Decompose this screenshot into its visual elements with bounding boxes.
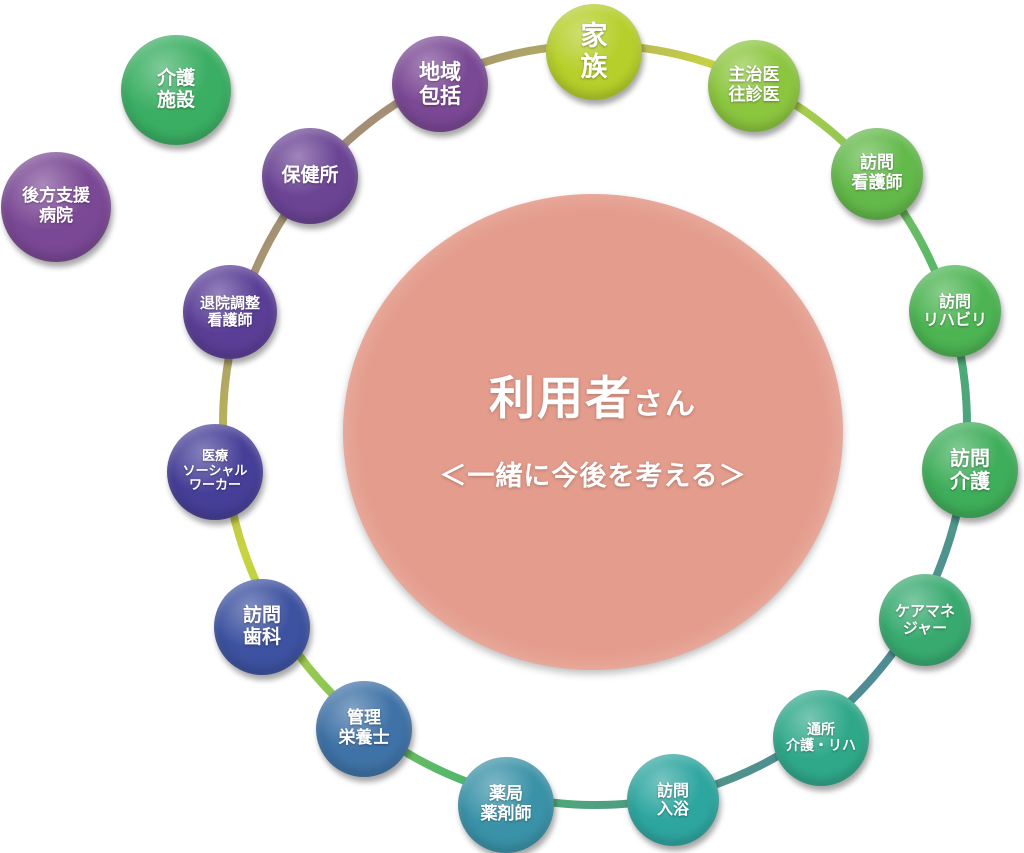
node-kaigo: 訪問介護 — [922, 422, 1018, 518]
center-title-main: 利用者 — [489, 370, 633, 425]
node-kazoku-line-0: 家 — [580, 20, 608, 52]
node-eiyoushi-line-1: 栄養士 — [338, 728, 390, 748]
node-msw: 医療ソーシャルワーカー — [167, 424, 263, 520]
node-tsusho-line-1: 介護・リハ — [786, 738, 856, 754]
node-reha-line-0: 訪問 — [938, 291, 971, 311]
node-tsusho-line-0: 通所 — [807, 721, 835, 738]
node-kaigoshisetsu: 介護施設 — [121, 35, 231, 145]
node-shika-line-0: 訪問 — [242, 604, 281, 627]
user-center-circle: 利用者さん ＜一緒に今後を考える＞ — [343, 194, 843, 670]
node-caremane: ケアマネジャー — [879, 574, 971, 666]
node-shujii: 主治医往診医 — [708, 40, 800, 132]
node-reha: 訪問リハビリ — [909, 265, 1001, 357]
node-kaigoshisetsu-line-1: 施設 — [156, 89, 195, 111]
node-eiyoushi: 管理栄養士 — [316, 681, 412, 777]
node-nyuyoku-line-1: 入浴 — [656, 799, 689, 818]
node-kohoshien-line-1: 病院 — [39, 206, 73, 226]
center-title-suffix: さん — [633, 386, 697, 422]
node-kango-line-1: 看護師 — [851, 173, 903, 193]
node-chiiki: 地域包括 — [392, 36, 488, 132]
node-msw-line-0: 医療 — [201, 448, 228, 464]
node-yakkyoku: 薬局薬剤師 — [458, 757, 554, 853]
node-shujii-line-1: 往診医 — [728, 85, 780, 105]
node-kango: 訪問看護師 — [831, 128, 923, 220]
node-hokenjo-line-0: 保健所 — [281, 164, 339, 187]
node-taiin-line-0: 退院調整 — [199, 293, 260, 312]
node-kohoshien: 後方支援病院 — [1, 152, 111, 262]
node-kohoshien-line-0: 後方支援 — [22, 186, 90, 207]
node-kazoku: 家族 — [546, 4, 642, 100]
node-shika-line-1: 歯科 — [242, 626, 281, 648]
center-title: 利用者さん — [489, 362, 697, 428]
node-taiin: 退院調整看護師 — [183, 265, 277, 359]
node-yakkyoku-line-0: 薬局 — [489, 784, 523, 805]
node-caremane-line-0: ケアマネ — [894, 601, 955, 620]
node-reha-line-1: リハビリ — [922, 310, 987, 329]
node-taiin-line-1: 看護師 — [207, 311, 253, 329]
node-chiiki-line-0: 地域 — [419, 59, 461, 84]
node-nyuyoku: 訪問入浴 — [627, 754, 719, 846]
node-eiyoushi-line-0: 管理 — [347, 708, 381, 729]
node-hokenjo: 保健所 — [262, 128, 358, 224]
node-caremane-line-1: ジャー — [902, 619, 948, 637]
node-yakkyoku-line-1: 薬剤師 — [480, 804, 532, 824]
center-subtitle: ＜一緒に今後を考える＞ — [439, 460, 747, 492]
node-shujii-line-0: 主治医 — [728, 65, 780, 86]
node-kaigoshisetsu-line-0: 介護 — [156, 67, 195, 90]
node-msw-line-1: ソーシャル — [182, 463, 248, 479]
node-kazoku-line-1: 族 — [580, 52, 608, 83]
node-kaigo-line-1: 介護 — [950, 469, 990, 493]
node-kaigo-line-0: 訪問 — [950, 446, 990, 470]
node-msw-line-2: ワーカー — [188, 478, 241, 494]
node-chiiki-line-1: 包括 — [419, 84, 461, 108]
node-kango-line-0: 訪問 — [860, 153, 894, 174]
node-shika: 訪問歯科 — [214, 579, 310, 675]
node-nyuyoku-line-0: 訪問 — [656, 780, 689, 800]
node-tsusho: 通所介護・リハ — [773, 690, 869, 786]
